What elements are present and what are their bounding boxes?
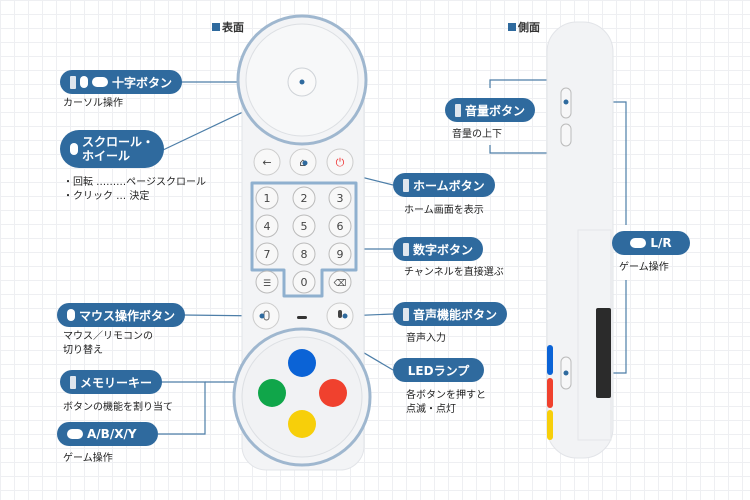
svg-text:6: 6 [337, 220, 344, 233]
svg-text:7: 7 [264, 248, 271, 261]
button-x[interactable] [288, 349, 316, 377]
svg-text:☰: ☰ [263, 279, 271, 289]
back-button[interactable] [253, 148, 281, 176]
svg-text:←: ← [262, 156, 271, 169]
remote-icon [403, 178, 409, 192]
callout-abxy: A/B/X/Y [57, 422, 158, 446]
spec-label [596, 308, 611, 398]
remote-icon [70, 75, 76, 89]
gamepad-icon [67, 429, 83, 439]
volume-desc: 音量の上下 [452, 129, 502, 140]
number-desc: チャンネルを直接選ぶ [404, 267, 504, 278]
svg-text:0: 0 [301, 276, 308, 289]
callout-mouse-button: マウス操作ボタン [57, 303, 186, 327]
callout-led: LEDランプ [393, 358, 484, 382]
callout-voice: 音声機能ボタン [393, 302, 508, 326]
remote-icon [403, 242, 409, 256]
button-y[interactable] [258, 379, 286, 407]
mouse-icon [80, 76, 88, 88]
remote-icon [70, 375, 76, 389]
mouse-desc-2: 切り替え [63, 345, 103, 356]
dpad-desc: カーソル操作 [63, 98, 123, 109]
scroll-desc-rotate: ・回転 ………ページスクロール [63, 177, 206, 188]
button-a[interactable] [288, 410, 316, 438]
callout-dpad: 十字ボタン [60, 70, 183, 94]
mouse-icon [70, 143, 78, 155]
svg-text:8: 8 [301, 248, 308, 261]
svg-text:1: 1 [264, 192, 271, 205]
callout-scroll-wheel: スクロール・ホイール [60, 130, 164, 168]
gamepad-icon [92, 77, 108, 87]
callout-number: 数字ボタン [393, 237, 484, 261]
side-remote [546, 21, 614, 459]
mouse-icon [67, 309, 75, 321]
svg-text:2: 2 [301, 192, 308, 205]
front-remote: ← ⌂ ⏻ 1 2 3 4 5 6 7 8 9 ☰ 0 ⌫ [232, 14, 372, 471]
mouse-mode-button[interactable] [252, 302, 280, 330]
scroll-desc-click: ・クリック … 決定 [63, 191, 150, 202]
volume-down-button[interactable] [560, 123, 572, 147]
led-desc-2: 点滅・点灯 [406, 404, 456, 415]
svg-text:⌫: ⌫ [333, 279, 347, 289]
callout-lr: L/R [612, 231, 690, 255]
button-b[interactable] [319, 379, 347, 407]
mouse-desc-1: マウス／リモコンの [63, 331, 153, 342]
memory-desc: ボタンの機能を割り当て [63, 402, 173, 413]
svg-text:3: 3 [337, 192, 344, 205]
front-heading: 表面 [212, 19, 244, 35]
home-desc: ホーム画面を表示 [404, 205, 484, 216]
svg-text:9: 9 [337, 248, 344, 261]
gamepad-icon [630, 238, 647, 248]
svg-text:5: 5 [301, 220, 308, 233]
led-desc-1: 各ボタンを押すと [406, 390, 486, 401]
led-lamp [297, 316, 307, 319]
svg-text:⏻: ⏻ [336, 156, 345, 169]
number-group-outline [250, 181, 358, 298]
remote-icon [403, 307, 409, 321]
voice-desc: 音声入力 [406, 333, 446, 344]
remote-icon [455, 103, 461, 117]
lr-desc: ゲーム操作 [619, 262, 669, 273]
callout-memory-key: メモリーキー [60, 370, 163, 394]
number-pad: 1 2 3 4 5 6 7 8 9 ☰ 0 ⌫ [255, 186, 352, 294]
side-heading: 側面 [508, 19, 540, 35]
abxy-desc: ゲーム操作 [63, 453, 113, 464]
power-button[interactable] [326, 148, 354, 176]
svg-text:4: 4 [264, 220, 271, 233]
callout-home: ホームボタン [393, 173, 495, 197]
callout-volume: 音量ボタン [445, 98, 536, 122]
